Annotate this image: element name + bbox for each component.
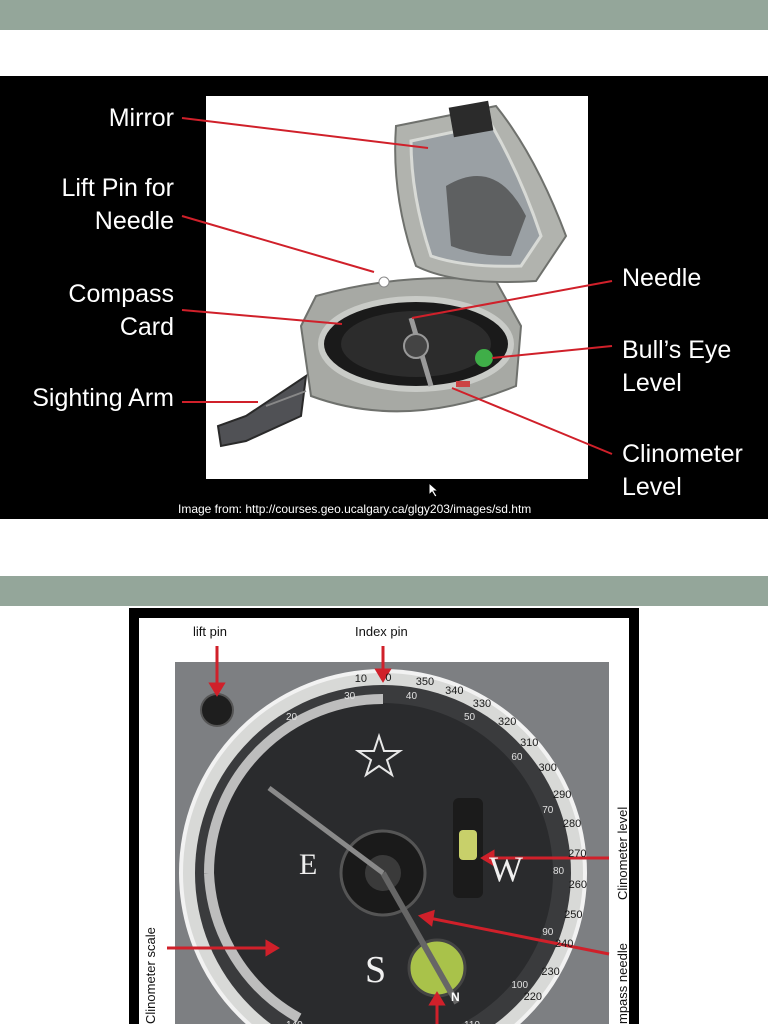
dial-graphic [167, 646, 610, 1024]
clino-tick-80: 80 [553, 866, 565, 877]
clino-tick-140: 140 [286, 1020, 303, 1024]
outer-tick-340: 340 [445, 685, 464, 698]
label-bulls-eye-level: Bull’s Eye Level [622, 336, 732, 397]
outer-tick-270: 270 [568, 847, 587, 860]
label-leader-lines [181, 117, 613, 455]
outer-tick-240: 240 [555, 938, 574, 951]
outer-tick-350: 350 [415, 676, 435, 689]
clino-tick-30: 30 [344, 690, 356, 702]
outer-tick-300: 300 [538, 761, 557, 774]
clino-tick-110: 110 [464, 1020, 480, 1024]
clino-tick-90: 90 [542, 926, 554, 938]
label-sighting-arm: Sighting Arm [32, 384, 174, 412]
direction-w: W [489, 849, 523, 889]
outer-tick-280: 280 [562, 817, 582, 830]
needle-north-mark: N [451, 990, 460, 1004]
brunton-compass-photo [206, 96, 588, 479]
direction-e: E [299, 848, 318, 881]
outer-tick-250: 250 [564, 908, 583, 921]
clino-tick-20: 20 [286, 711, 298, 723]
clino-tick-50: 50 [464, 711, 476, 723]
outer-tick-0: 0 [385, 672, 392, 685]
top-accent-bar [0, 0, 768, 30]
outer-tick-290: 290 [552, 788, 572, 801]
clino-tick-60: 60 [511, 751, 523, 763]
outer-tick-230: 230 [541, 965, 560, 978]
label-lift-pin: lift pin [193, 624, 227, 639]
outer-tick-320: 320 [497, 715, 517, 728]
label-clinometer-level: Clinometer level [615, 806, 629, 900]
clino-tick-100: 100 [511, 980, 529, 992]
outer-tick-220: 220 [523, 990, 542, 1003]
direction-s: S [365, 949, 387, 991]
compass-dial-slide: lift pin Index pin Clinometer level mpas… [129, 608, 639, 1024]
label-mirror: Mirror [108, 104, 174, 132]
outer-tick-310: 310 [520, 737, 539, 750]
image-credit: Image from: http://courses.geo.ucalgary.… [178, 502, 532, 516]
outer-tick-10: 10 [354, 673, 367, 686]
label-compass-card: Compass Card [68, 280, 174, 341]
clino-tick-70: 70 [542, 805, 554, 817]
clino-tick-40: 40 [405, 690, 418, 702]
compass-dial-photo: lift pin Index pin Clinometer level mpas… [139, 618, 629, 1024]
mouse-cursor-icon [428, 482, 440, 498]
label-compass-needle: mpass needle [615, 943, 629, 1024]
outer-tick-330: 330 [472, 698, 492, 711]
label-lift-pin: Lift Pin for Needle [61, 174, 174, 235]
section-accent-bar [0, 576, 768, 606]
label-index-pin: Index pin [355, 624, 408, 639]
outer-tick-260: 260 [568, 878, 587, 891]
label-clinometer-level: Clinometer Level [622, 440, 743, 501]
label-needle: Needle [622, 264, 702, 292]
compass-parts-slide: Mirror Lift Pin for Needle Compass Card … [0, 76, 768, 519]
label-clinometer-scale: Clinometer scale [143, 927, 158, 1024]
